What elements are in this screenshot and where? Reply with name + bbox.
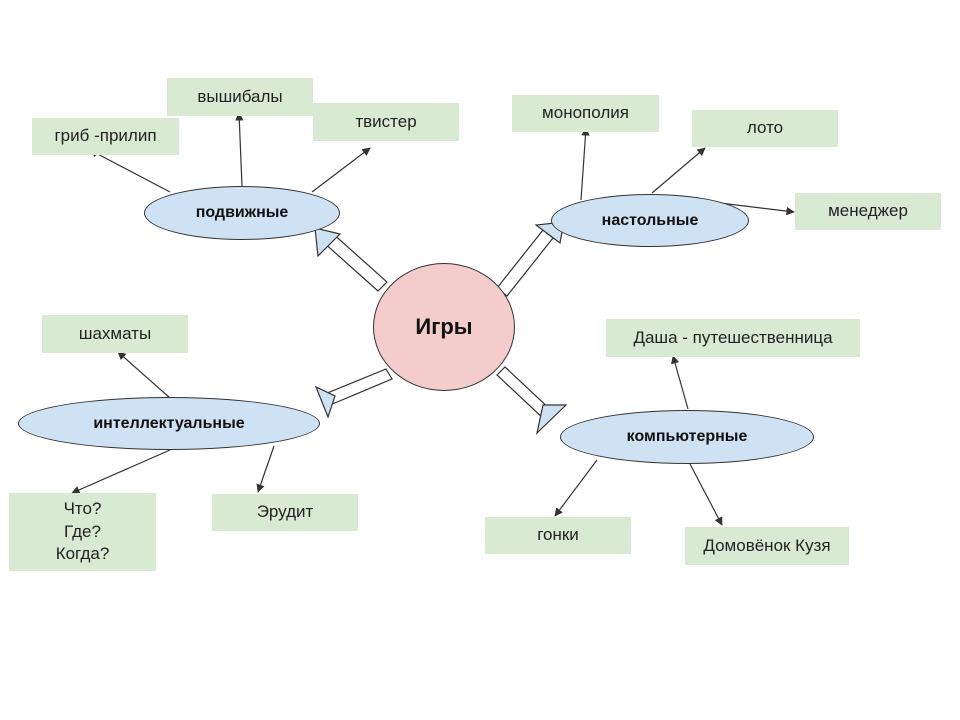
arrow-intellekt-chto-gde-kogda (71, 449, 171, 494)
item-box-vyshibaly: вышибалы (167, 78, 313, 116)
item-label: монополия (542, 103, 629, 123)
arrow-intellekt-erudit (256, 445, 275, 493)
item-label: Эрудит (256, 502, 314, 522)
category-node-podvizhnye: подвижные (144, 186, 340, 240)
item-label: твистер (355, 111, 417, 131)
item-label: менеджер (828, 201, 908, 221)
arrow-kompyuternye-domovenok (689, 463, 723, 526)
arrow-kompyuternye-gonki (554, 459, 598, 517)
item-label: Даша - путешественница (633, 327, 833, 347)
item-box-monopoliya: монополия (512, 95, 659, 132)
arrow-intellekt-shakhmaty (117, 351, 171, 399)
category-label-kompyuternye: компьютерные (626, 428, 748, 445)
item-label: шахматы (78, 323, 152, 343)
item-box-shakhmaty: шахматы (42, 315, 188, 353)
arrow-nastolnye-monopoliya (580, 127, 590, 201)
item-box-grib-prilip: гриб -прилип (32, 118, 179, 155)
arrow-nastolnye-menedzher (719, 202, 795, 216)
item-label: гонки (537, 525, 579, 545)
category-label-nastolnye: настольные (601, 211, 699, 229)
hollow-arrow-center-kompyuternye (496, 366, 568, 435)
arrow-kompyuternye-dasha (671, 355, 689, 410)
hollow-arrow-center-nastolnye (496, 221, 565, 297)
category-node-kompyuternye: компьютерные (560, 410, 814, 464)
category-node-nastolnye: настольные (551, 194, 749, 247)
center-node: Игры (373, 263, 515, 391)
arrow-podvizhnye-grib (89, 149, 171, 193)
item-box-domovenok-kuzya: Домовёнок Кузя (685, 527, 849, 565)
item-box-chto-gde-kogda: Что? Где? Когда? (9, 493, 156, 571)
item-box-menedzher: менеджер (795, 193, 941, 230)
item-box-erudit: Эрудит (212, 494, 358, 531)
item-box-gonki: гонки (485, 517, 631, 554)
item-box-tvister: твистер (313, 103, 459, 141)
category-node-intellektualnye: интеллектуальные (18, 397, 320, 450)
item-box-loto: лото (692, 110, 838, 147)
item-label: гриб -прилип (54, 126, 157, 146)
item-label: Домовёнок Кузя (703, 535, 831, 555)
arrow-podvizhnye-vyshibaly (235, 112, 244, 187)
item-label: вышибалы (197, 86, 283, 106)
item-label: лото (746, 118, 784, 138)
category-label-podvizhnye: подвижные (195, 204, 289, 221)
arrow-podvizhnye-tvister (311, 147, 371, 193)
category-label-intellektualnye: интеллектуальные (93, 414, 245, 432)
center-node-label: Игры (415, 314, 473, 339)
arrow-nastolnye-loto (651, 147, 706, 194)
item-label: Что? Где? Когда? (55, 498, 110, 564)
item-box-dasha: Даша - путешественница (606, 319, 860, 357)
hollow-arrow-center-podvizhnye (314, 227, 388, 292)
hollow-arrow-center-intellekt (314, 368, 393, 419)
